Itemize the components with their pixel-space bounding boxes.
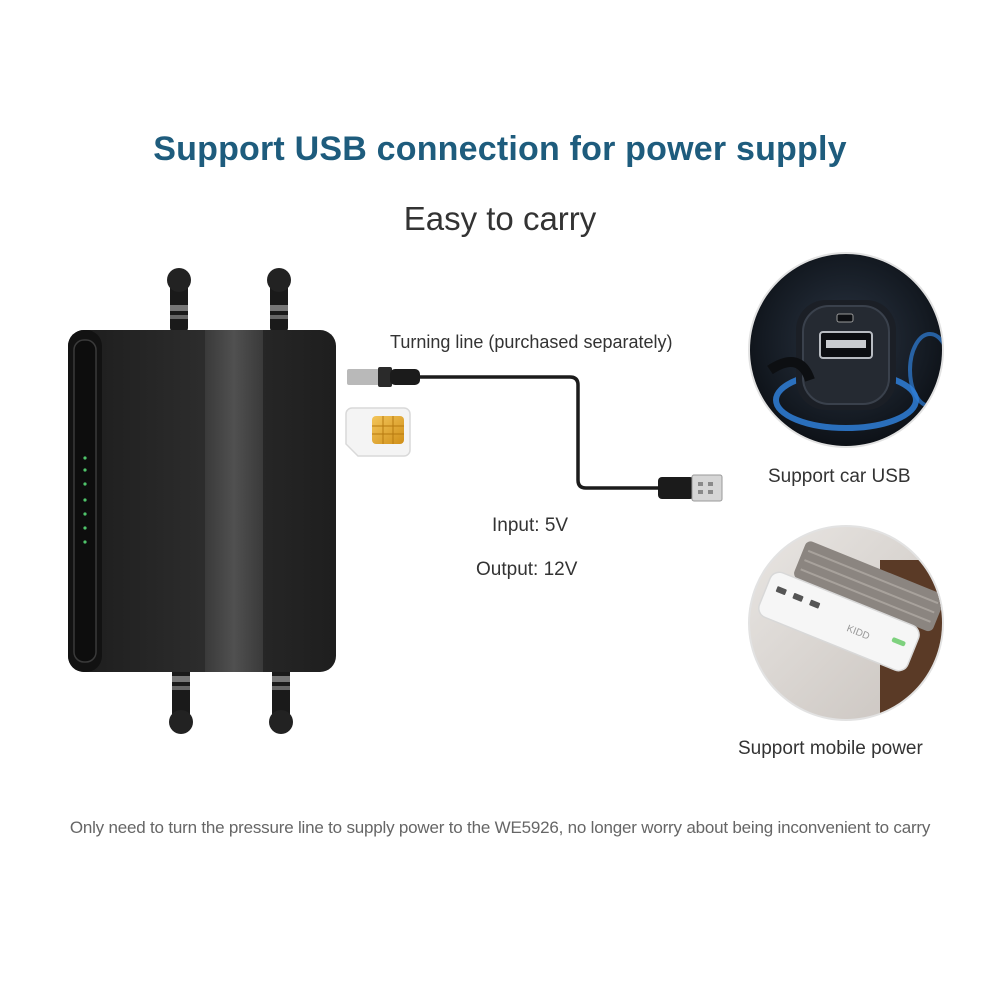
mobile-power-caption: Support mobile power	[738, 738, 923, 759]
car-usb-caption: Support car USB	[768, 466, 911, 487]
antenna-top-right	[267, 268, 291, 332]
output-spec: Output: 12V	[476, 559, 578, 580]
dc-plug-icon	[347, 367, 420, 387]
router-status-leds	[83, 456, 87, 544]
power-bank-photo: KIDD	[748, 525, 944, 721]
antenna-top-left	[167, 268, 191, 332]
router-image	[68, 268, 336, 734]
input-spec: Input: 5V	[492, 515, 569, 536]
usb-plug-icon	[658, 474, 723, 502]
footer-note: Only need to turn the pressure line to s…	[69, 818, 931, 837]
cable-label: Turning line (purchased separately)	[390, 332, 673, 352]
antenna-bottom-left	[169, 668, 193, 734]
page-title: Support USB connection for power supply	[153, 130, 847, 168]
usb-dc-cable	[347, 367, 723, 502]
car-usb-charger-photo	[748, 252, 944, 448]
antenna-bottom-right	[269, 668, 293, 734]
page-subtitle: Easy to carry	[403, 200, 597, 237]
sim-card-icon	[345, 407, 411, 457]
